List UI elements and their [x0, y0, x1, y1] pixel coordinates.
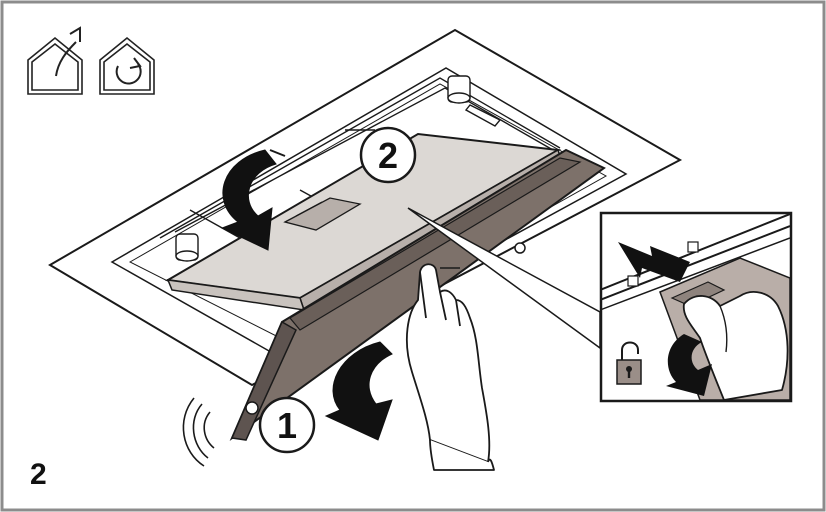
callout-1-label: 1 [277, 405, 297, 446]
motion-lines-icon [183, 398, 214, 466]
callout-2-label: 2 [378, 135, 398, 176]
hand-icon [407, 264, 494, 470]
callout-1: 1 [260, 398, 314, 452]
callout-2: 2 [361, 128, 415, 182]
step-number: 2 [30, 458, 47, 492]
zoom-inset [600, 213, 791, 401]
extraction-mode-icon [28, 28, 82, 94]
recirculation-mode-icon [100, 38, 154, 94]
